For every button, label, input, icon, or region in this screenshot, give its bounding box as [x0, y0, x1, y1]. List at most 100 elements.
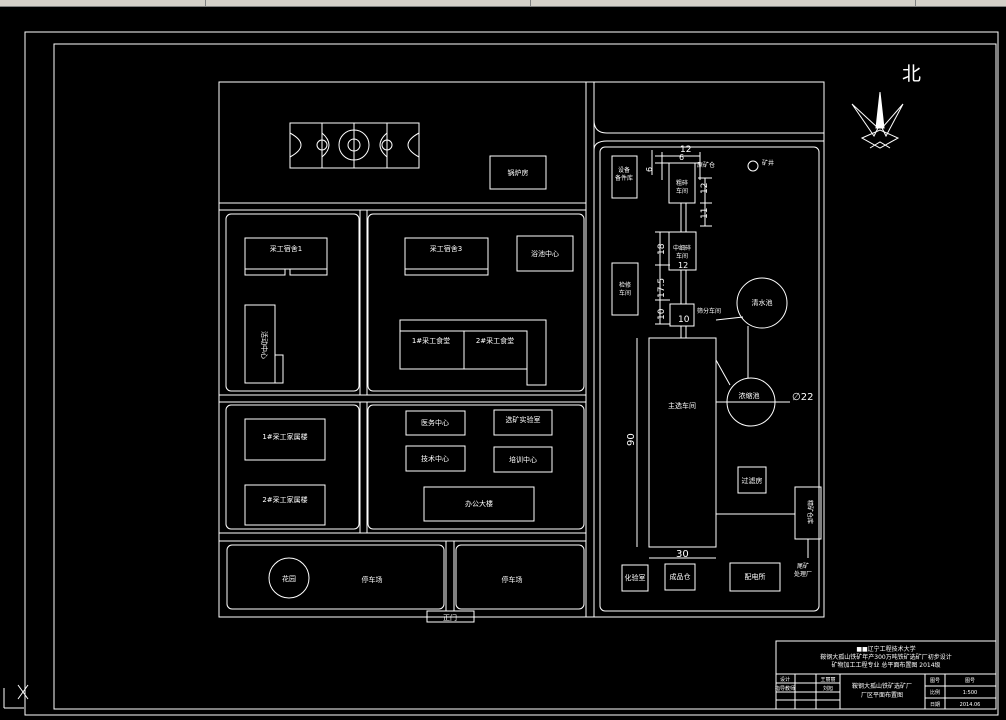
title-bar-segment [205, 0, 531, 6]
dorm-1[interactable] [244, 237, 328, 270]
main-mill-label: 主选车间 [668, 401, 696, 410]
title-bar [0, 0, 1006, 7]
title-cell-scale: 比例 [930, 689, 940, 696]
title-line-1: ■■辽宁工程技术大学 [856, 645, 915, 653]
training-center-label: 培训中心 [509, 455, 537, 464]
title-cell-designer: 设计 [780, 676, 790, 683]
dim-12a: 12 [680, 145, 691, 155]
equipment-store-label: 设备备件库 [615, 166, 633, 182]
family-building-1-label: 1#采工家属楼 [262, 432, 307, 441]
hatch [404, 268, 489, 276]
dim-6b: 6 [645, 167, 654, 172]
dim-11: 11 [700, 208, 710, 219]
boiler-room-label: 锅炉房 [508, 168, 529, 177]
north-label: 北 [902, 63, 921, 85]
power-station[interactable] [729, 562, 781, 592]
parking-1-label: 停车场 [362, 575, 383, 584]
finished-store-label: 成品仓 [670, 572, 691, 581]
family-building-1[interactable] [244, 418, 326, 461]
concentrate-bin-label: 精矿仓库 [806, 500, 814, 524]
dim-18: 18 [657, 243, 667, 255]
title-bar-segment [0, 0, 206, 6]
admin-building-label: 办公大楼 [465, 499, 493, 508]
hatch [244, 268, 286, 276]
equipment-store[interactable] [611, 155, 638, 199]
dorm-1-label: 采工宿舍1 [270, 244, 302, 253]
dim-10b: 10 [678, 315, 690, 325]
tech-center-label: 技术中心 [421, 454, 449, 463]
boiler-room[interactable] [489, 155, 547, 190]
title-cell-scale-value: 1:500 [963, 690, 977, 696]
activity-center[interactable] [244, 304, 276, 384]
tailings-label: 尾矿处理厂 [794, 562, 812, 578]
dim-12b: 12 [700, 183, 710, 194]
dim-17-5: 17.5 [657, 278, 667, 298]
title-center-2: 厂区平面布置图 [861, 691, 903, 699]
garden-label: 花园 [282, 574, 296, 583]
title-cell-advisor: 指导教师 [775, 685, 795, 692]
canteen-1-label: 1#采工食堂 [412, 336, 450, 345]
water-pool-label: 清水池 [752, 298, 773, 307]
admin-building[interactable] [423, 486, 535, 522]
screening-label: 筛分车间 [697, 307, 721, 315]
main-gate-label: 正门 [443, 613, 457, 622]
title-cell-designer-name: 王丽丽 [820, 677, 835, 683]
canteen-complex[interactable] [399, 319, 547, 386]
raw-bin-label: 原矿仓 [697, 161, 715, 169]
bath-center-label: 浴池中心 [531, 249, 559, 258]
title-cell-date: 日期 [930, 702, 940, 708]
title-center-1: 鞍钢大孤山铁矿选矿厂 [852, 682, 912, 690]
mine-shaft-label: 矿井 [762, 159, 774, 167]
family-building-2[interactable] [244, 484, 326, 526]
basketball-court-icon [289, 122, 420, 169]
title-cell-drawing-no-value: 图号 [965, 678, 975, 684]
lab-building-label: 选矿实验室 [506, 415, 541, 424]
bath-center[interactable] [516, 235, 574, 272]
medical-center[interactable] [405, 410, 466, 436]
parking-2-label: 停车场 [502, 575, 523, 584]
filter-house[interactable] [737, 466, 767, 494]
hatch [289, 268, 328, 276]
dim-22: ∅22 [792, 392, 813, 403]
ucs-axis-icon [3, 684, 29, 709]
dorm-3-label: 采工宿舍3 [430, 244, 462, 253]
garden[interactable] [268, 557, 310, 599]
title-cell-advisor-name: 刘旭 [823, 685, 833, 692]
mine-shaft[interactable] [747, 160, 759, 172]
dim-90: 90 [626, 433, 637, 446]
pipes [715, 316, 795, 515]
dimension-lines [651, 150, 712, 325]
water-pool[interactable] [736, 277, 788, 329]
training-center[interactable] [493, 446, 553, 473]
main-mill-building[interactable] [648, 337, 717, 548]
screening-workshop[interactable] [669, 303, 695, 327]
dim-12c: 12 [678, 261, 688, 270]
title-cell-drawing-no: 图号 [930, 678, 940, 684]
medical-center-label: 医务中心 [421, 418, 449, 427]
chem-lab[interactable] [621, 564, 649, 592]
title-block [775, 640, 997, 710]
hatch [274, 354, 284, 384]
chem-lab-label: 化验室 [625, 573, 646, 582]
filter-house-label: 过滤房 [742, 476, 763, 485]
dim-6a: 6 [679, 153, 684, 162]
inner-border [53, 43, 997, 710]
title-bar-segment [530, 0, 916, 6]
main-gate[interactable] [426, 610, 475, 623]
outer-border [24, 31, 999, 716]
dorm-3[interactable] [404, 237, 489, 270]
drawing-canvas[interactable]: 北 [0, 7, 1006, 720]
tech-center[interactable] [405, 445, 466, 472]
north-arrow-icon [851, 91, 904, 149]
lab-building[interactable] [493, 409, 553, 436]
title-line-3: 矿物加工工程专业 总平面布置图 2014级 [831, 661, 940, 669]
finished-store[interactable] [664, 563, 696, 591]
canteen-2-label: 2#采工食堂 [476, 336, 514, 345]
block-outlines [225, 146, 820, 612]
coarse-crushing-label: 粗碎车间 [676, 179, 688, 195]
power-station-label: 配电所 [745, 572, 766, 581]
dim-30: 30 [676, 549, 689, 560]
repair-workshop[interactable] [611, 262, 639, 316]
medium-crushing[interactable] [668, 231, 697, 271]
title-line-2: 鞍钢大孤山铁矿年产300万吨铁矿选矿厂初步设计 [820, 653, 951, 661]
